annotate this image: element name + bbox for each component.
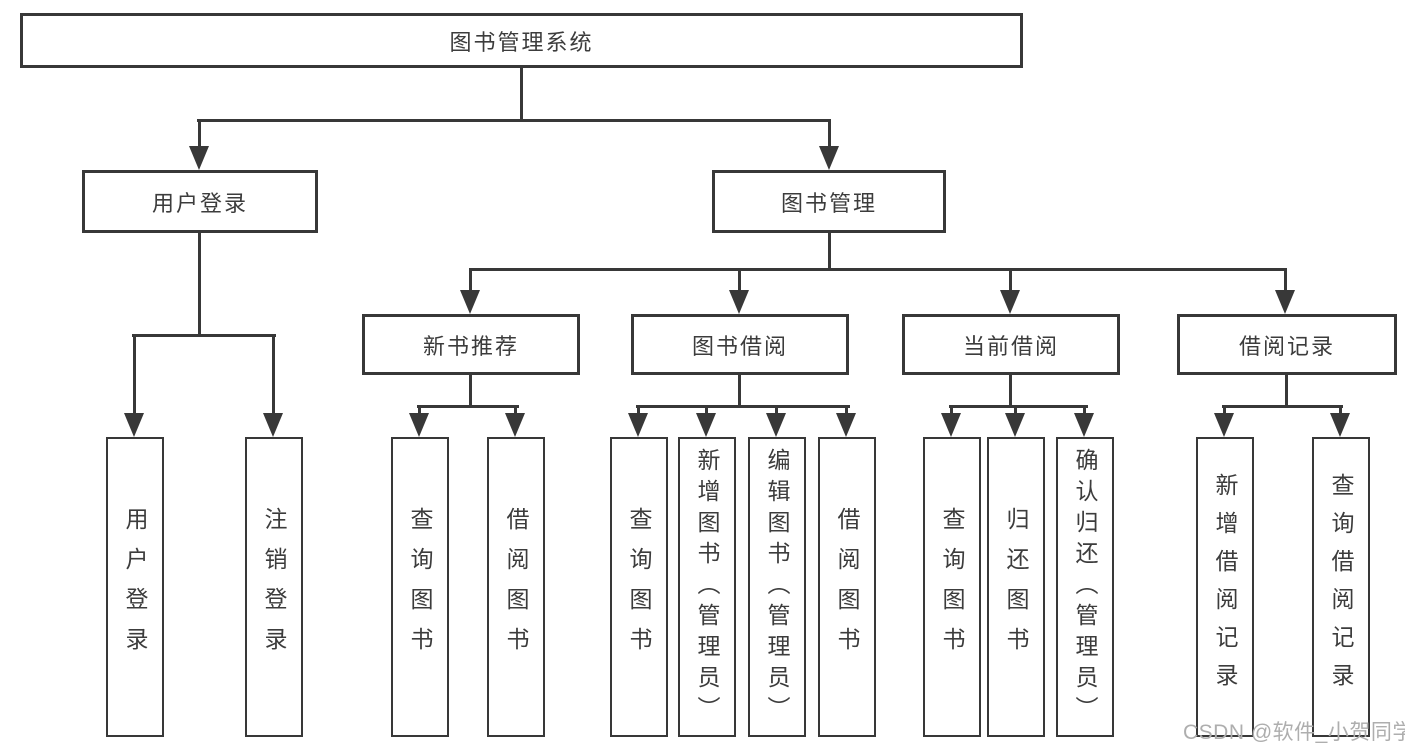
arrow-down-icon: [460, 290, 480, 314]
arrow-down-icon: [1214, 413, 1234, 437]
connector-line: [1285, 375, 1288, 407]
connector-line: [1009, 270, 1012, 292]
connector-line: [949, 405, 1088, 408]
node-label: 新书推荐: [422, 333, 519, 359]
leaf-label: 查询图书: [939, 507, 965, 667]
arrow-down-icon: [836, 413, 856, 437]
connector-line: [469, 268, 1287, 271]
connector-line: [636, 405, 850, 408]
node-user-login: 用户登录: [82, 170, 318, 233]
node-label: 图书管理系统: [449, 29, 594, 55]
connector-line: [1222, 405, 1343, 408]
arrow-down-icon: [819, 146, 839, 170]
node-book-management: 图书管理: [712, 170, 946, 233]
node-label: 图书管理: [780, 190, 877, 216]
connector-line: [132, 334, 276, 337]
leaf-label: 归还图书: [1003, 507, 1029, 667]
leaf-label: 新增借阅记录: [1212, 473, 1238, 701]
connector-line: [514, 407, 517, 415]
arrow-down-icon: [409, 413, 429, 437]
node-label: 当前借阅: [962, 333, 1059, 359]
leaf-add-borrow-record: 新增借阅记录: [1196, 437, 1254, 737]
leaf-query-books-recommend: 查询图书: [391, 437, 449, 737]
connector-line: [845, 407, 848, 415]
connector-line: [775, 407, 778, 415]
connector-line: [197, 119, 831, 122]
arrow-down-icon: [263, 413, 283, 437]
leaf-label: 查询借阅记录: [1328, 473, 1354, 701]
connector-line: [1009, 375, 1012, 407]
node-label: 借阅记录: [1238, 333, 1335, 359]
leaf-query-books-current: 查询图书: [923, 437, 981, 737]
leaf-edit-books-admin: 编辑图书（管理员）: [748, 437, 806, 737]
leaf-label: 借阅图书: [503, 507, 529, 667]
connector-line: [828, 121, 831, 147]
connector-line: [637, 407, 640, 415]
leaf-logout: 注销登录: [245, 437, 303, 737]
connector-line: [1284, 270, 1287, 292]
node-borrowing-records: 借阅记录: [1177, 314, 1397, 375]
arrow-down-icon: [1000, 290, 1020, 314]
connector-line: [1223, 407, 1226, 415]
connector-line: [738, 270, 741, 292]
leaf-label: 新增图书（管理员）: [694, 447, 720, 727]
leaf-return-books: 归还图书: [987, 437, 1045, 737]
csdn-watermark: CSDN @软件_小贺同学: [1183, 721, 1405, 744]
node-current-borrowing: 当前借阅: [902, 314, 1120, 375]
leaf-add-books-admin: 新增图书（管理员）: [678, 437, 736, 737]
arrow-down-icon: [505, 413, 525, 437]
arrow-down-icon: [189, 146, 209, 170]
leaf-label: 确认归还（管理员）: [1072, 447, 1098, 727]
connector-line: [198, 121, 201, 147]
leaf-borrow-books-borrowing: 借阅图书: [818, 437, 876, 737]
leaf-user-login: 用户登录: [106, 437, 164, 737]
connector-line: [1014, 407, 1017, 415]
leaf-label: 编辑图书（管理员）: [764, 447, 790, 727]
leaf-label: 借阅图书: [834, 507, 860, 667]
leaf-label: 用户登录: [122, 507, 148, 667]
arrow-down-icon: [1330, 413, 1350, 437]
connector-line: [950, 407, 953, 415]
connector-line: [417, 405, 519, 408]
arrow-down-icon: [1005, 413, 1025, 437]
leaf-label: 查询图书: [407, 507, 433, 667]
connector-line: [469, 270, 472, 292]
node-label: 图书借阅: [691, 333, 788, 359]
arrow-down-icon: [729, 290, 749, 314]
connector-line: [418, 407, 421, 415]
arrow-down-icon: [766, 413, 786, 437]
leaf-borrow-books-recommend: 借阅图书: [487, 437, 545, 737]
arrow-down-icon: [696, 413, 716, 437]
arrow-down-icon: [124, 413, 144, 437]
connector-line: [705, 407, 708, 415]
node-library-management-system: 图书管理系统: [20, 13, 1023, 68]
connector-line: [828, 233, 831, 268]
connector-line: [469, 375, 472, 407]
connector-line: [520, 68, 523, 121]
arrow-down-icon: [1275, 290, 1295, 314]
leaf-confirm-return-admin: 确认归还（管理员）: [1056, 437, 1114, 737]
leaf-query-borrow-record: 查询借阅记录: [1312, 437, 1370, 737]
connector-line: [198, 233, 201, 336]
leaf-query-books-borrowing: 查询图书: [610, 437, 668, 737]
arrow-down-icon: [941, 413, 961, 437]
connector-line: [738, 375, 741, 407]
connector-line: [272, 336, 275, 414]
arrow-down-icon: [628, 413, 648, 437]
connector-line: [133, 336, 136, 414]
node-label: 用户登录: [151, 190, 248, 216]
leaf-label: 查询图书: [626, 507, 652, 667]
node-book-borrowing: 图书借阅: [631, 314, 849, 375]
connector-line: [1339, 407, 1342, 415]
arrow-down-icon: [1074, 413, 1094, 437]
node-new-book-recommend: 新书推荐: [362, 314, 580, 375]
leaf-label: 注销登录: [261, 507, 287, 667]
connector-line: [1083, 407, 1086, 415]
